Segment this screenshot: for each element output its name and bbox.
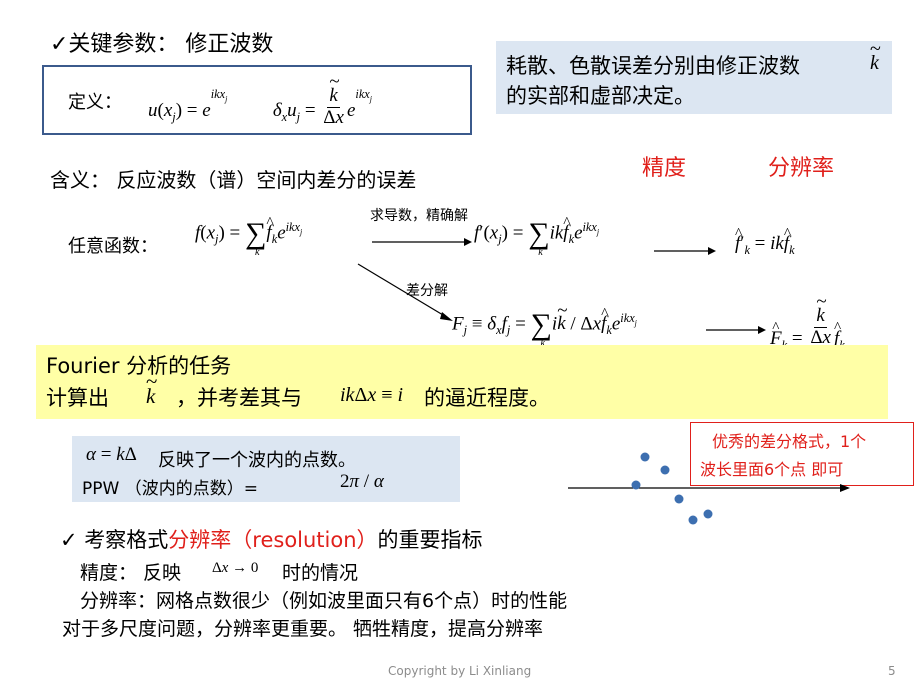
fourier-line-2c: 的逼近程度。 [424, 386, 550, 410]
arrow-right-icon [372, 238, 472, 246]
callout-box [690, 422, 914, 486]
exact-spectral: f′k = ikfk [735, 225, 795, 258]
fourier-line-2a: 计算出 [46, 386, 109, 410]
sample-point-icon [660, 465, 670, 475]
accuracy-label: 精度 [642, 156, 687, 181]
fourier-line-1: Fourier 分析的任务 [46, 354, 232, 378]
arrow-exact-label: 求导数，精确解 [370, 208, 468, 224]
difference-spectral: Fk = kΔxfk [770, 292, 845, 351]
sample-point-icon [674, 494, 684, 504]
page-title: ✓关键参数： 修正波数 [50, 32, 274, 57]
page-number: 5 [888, 664, 896, 678]
multiscale-line: 对于多尺度问题，分辨率更重要。 牺牲精度，提高分辨率 [62, 618, 544, 640]
arrow-right-icon [654, 247, 716, 255]
meaning-text: 含义： 反应波数（谱）空间内差分的误差 [50, 168, 417, 192]
ppw-line-2: PPW （波内的点数）= [82, 479, 258, 499]
fourier-k-tilde: k [146, 369, 156, 409]
sample-point-icon [688, 515, 698, 525]
accuracy-line-b: 时的情况 [282, 562, 359, 584]
fourier-line-2b: ，并考差其与 [176, 386, 302, 410]
note-k-tilde: k [870, 38, 879, 75]
sample-point-icon [631, 480, 641, 490]
alpha-def: α = kΔ [86, 444, 137, 465]
arrow-diff-label: 差分解 [406, 283, 448, 299]
exact-derivative: f′(xj) = ∑kikfkeikxj [474, 214, 599, 258]
resolution-line: 分辨率：网格点数很少（例如波里面只有6个点）时的性能 [80, 590, 568, 612]
sample-point-icon [703, 509, 713, 519]
note-box [496, 41, 892, 114]
sample-point-icon [640, 452, 650, 462]
accuracy-line-a: 精度： 反映 [80, 562, 182, 584]
note-line-2: 的实部和虚部决定。 [506, 84, 695, 108]
resolution-heading-check: ✓ 考察格式 [60, 528, 169, 552]
arrow-right-icon [706, 326, 766, 334]
fourier-task-box [36, 345, 888, 419]
definition-label: 定义： [68, 92, 122, 113]
function-expansion: f(xj) = ∑kfkeikxj [195, 214, 302, 258]
resolution-heading: ✓ 考察格式分辨率（resolution）的重要指标 [60, 524, 483, 554]
resolution-heading-highlight: 分辨率（resolution） [168, 528, 378, 552]
arbitrary-function-label: 任意函数： [68, 236, 158, 257]
difference-formula: Fj ≡ δxfj = ∑kik / Δxfkeikxj [452, 300, 637, 349]
resolution-label: 分辨率 [768, 156, 835, 181]
note-line-1: 耗散、色散误差分别由修正波数 [506, 54, 800, 78]
accuracy-dx-limit: Δx → 0 [212, 560, 259, 576]
callout-line-1: 优秀的差分格式，1个 [712, 432, 867, 451]
ppw-formula: 2π / α [340, 471, 384, 492]
arrow-diagonal-icon [357, 263, 453, 321]
resolution-heading-rest: 的重要指标 [377, 528, 483, 552]
footer-copyright: Copyright by Li Xinliang [388, 664, 532, 678]
fourier-ik-dx: ikΔx ≡ i [340, 384, 404, 406]
ppw-box [72, 436, 460, 502]
callout-line-2: 波长里面6个点 即可 [700, 460, 844, 479]
ppw-line-1: 反映了一个波内的点数。 [158, 450, 356, 471]
definition-box [42, 65, 472, 135]
sample-points-diagram [568, 452, 850, 525]
